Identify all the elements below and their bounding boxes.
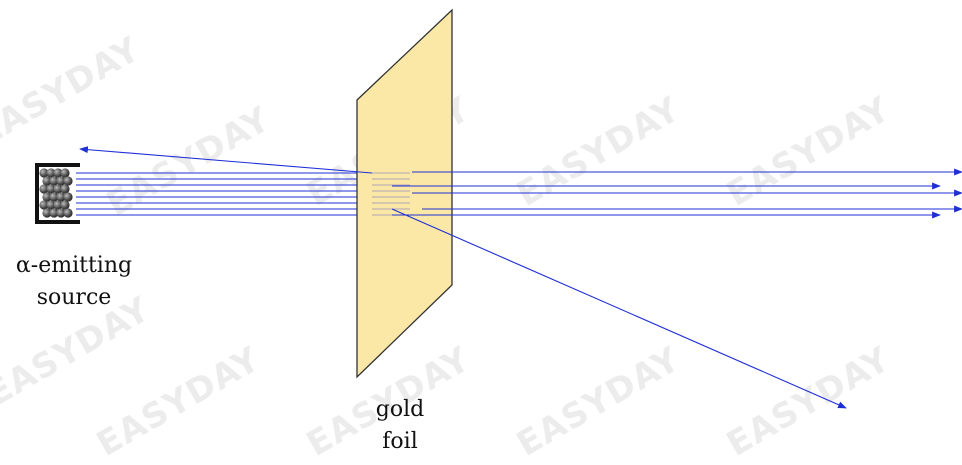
alpha-particle xyxy=(60,168,69,177)
alpha-particle xyxy=(63,208,72,217)
source-label-line2: source xyxy=(0,282,148,314)
foil-label-line2: foil xyxy=(360,426,440,458)
foil-label-line1: gold xyxy=(360,394,440,426)
alpha-particle xyxy=(60,200,69,209)
alpha-source xyxy=(37,165,80,222)
source-label: α-emitting source xyxy=(0,250,148,314)
source-label-line1: α-emitting xyxy=(0,250,148,282)
foil-label: gold foil xyxy=(360,394,440,458)
backscattered-beam xyxy=(80,149,372,173)
alpha-particle xyxy=(63,176,72,185)
outgoing-beams xyxy=(80,149,962,408)
alpha-particle xyxy=(63,192,72,201)
incoming-beams xyxy=(76,173,372,215)
deflected-beam xyxy=(392,209,846,408)
alpha-particle xyxy=(60,184,69,193)
source-particles xyxy=(39,168,72,217)
